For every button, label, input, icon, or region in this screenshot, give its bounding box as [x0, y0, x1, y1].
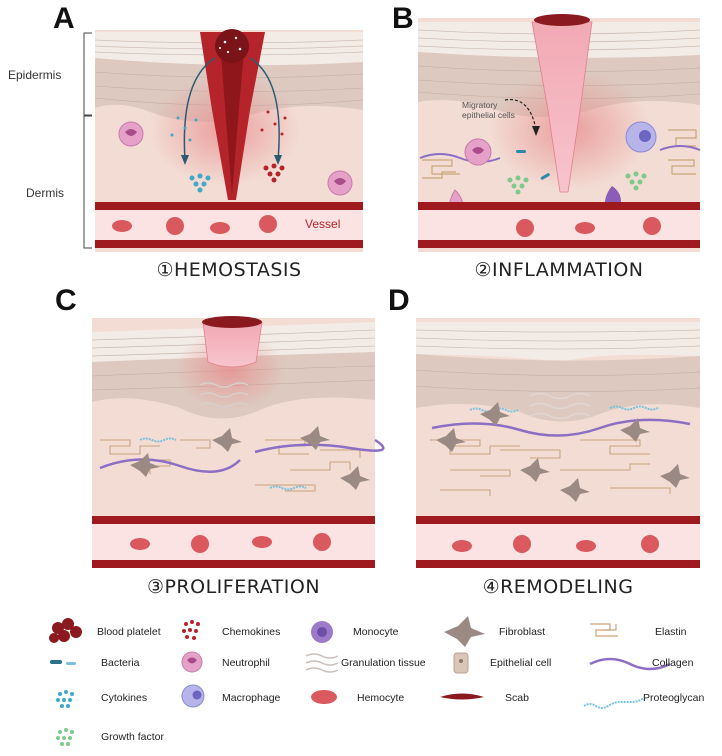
panel-label-d: D [388, 284, 410, 317]
scab-b [534, 14, 590, 26]
blood-platelet-icon [49, 618, 82, 643]
growth-factor-icon [56, 728, 74, 746]
vessel-label: Vessel [305, 217, 340, 231]
panel-c [91, 316, 385, 568]
stage-title-hemostasis: ①HEMOSTASIS [156, 259, 302, 281]
scab-c [202, 316, 262, 328]
dermis-label: Dermis [26, 186, 64, 200]
epidermis-label: Epidermis [8, 68, 62, 82]
legend-label-blood-platelet: Blood platelet [97, 626, 161, 638]
chemokines-icon [182, 620, 200, 640]
monocyte-icon [311, 621, 333, 643]
legend-label-epithelial-cell: Epithelial cell [490, 657, 552, 669]
panel-a: Vessel [94, 29, 364, 252]
legend-label-fibroblast: Fibroblast [499, 626, 546, 638]
stage-title-proliferation: ③PROLIFERATION [146, 576, 321, 598]
epithelial-cell-icon [453, 652, 469, 674]
legend-label-hemocyte: Hemocyte [357, 692, 405, 704]
cytokines-icon [56, 690, 74, 708]
panel-label-a: A [53, 2, 75, 35]
stage-title-inflammation: ②INFLAMMATION [474, 259, 644, 281]
legend-label-growth-factor: Growth factor [101, 731, 165, 743]
panel-label-b: B [392, 2, 414, 35]
legend-icons [49, 616, 671, 746]
annotation-line-1: Migratory [462, 100, 498, 110]
macrophage-icon [181, 684, 205, 708]
collagen-icon [589, 657, 671, 671]
legend-label-scab: Scab [505, 692, 529, 704]
annotation-line-2: epithelial cells [462, 110, 515, 120]
legend-label-cytokines: Cytokines [101, 692, 148, 704]
stage-title-remodeling: ④REMODELING [482, 576, 634, 598]
legend-label-bacteria: Bacteria [101, 657, 140, 669]
neutrophil-icon [181, 651, 203, 673]
panel-d [415, 318, 701, 568]
legend-label-proteoglycan: Proteoglycan [643, 692, 705, 704]
panel-label-c: C [55, 284, 77, 317]
scab-icon [440, 693, 484, 700]
legend-label-collagen: Collagen [652, 657, 694, 669]
legend-label-macrophage: Macrophage [222, 692, 281, 704]
granulation-tissue-icon [305, 653, 339, 673]
fibroblast-icon [444, 616, 485, 647]
legend-label-chemokines: Chemokines [222, 626, 281, 638]
platelet-clot [215, 29, 249, 63]
legend-label-granulation-tissue: Granulation tissue [341, 657, 426, 669]
hemocyte-icon [311, 690, 337, 704]
elastin-icon [590, 623, 618, 637]
bacteria-icon [50, 660, 76, 665]
layer-bracket [83, 32, 92, 249]
legend-label-neutrophil: Neutrophil [222, 657, 270, 669]
proteoglycan-icon [583, 697, 645, 709]
legend-label-elastin: Elastin [655, 626, 687, 638]
legend-label-monocyte: Monocyte [353, 626, 399, 638]
panel-b: Migratory epithelial cells [417, 14, 701, 252]
